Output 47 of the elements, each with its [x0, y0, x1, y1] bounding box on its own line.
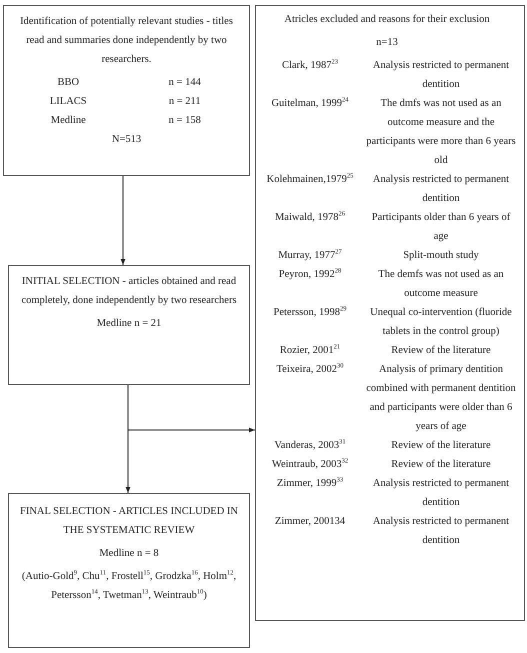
heading-text: INITIAL SELECTION - articles obtained and read completely, done independently by two researchers: [20, 275, 238, 308]
exclusion-reason: The demfs was not used as an outcome measure: [377, 268, 505, 301]
exclusion-reason: Participants older than 6 years of age: [370, 211, 512, 244]
flow-box: [255, 5, 525, 621]
arrow: [128, 384, 256, 432]
study-citation: Murray, 1977$^{27}$: [277, 248, 343, 263]
total-count: N=513: [110, 133, 142, 147]
arrow: [120, 176, 126, 266]
study-citation: Rozier, 2001$^{21}$: [278, 342, 342, 358]
flow-box: [8, 493, 250, 648]
exclusion-reason: Review of the literature: [390, 344, 492, 358]
heading-text: Atricles excluded and reasons for their exclusion: [283, 13, 491, 27]
count-text: n = 211: [168, 95, 202, 109]
study-citation: Clark, 1987$^{23}$: [280, 58, 340, 73]
count-text: n = 144: [168, 76, 202, 90]
study-list: (Autio-Gold$^{9}$, Chu$^{11}$, Frostell$^{15}$, Grodzka$^{16}$, Holm$^{12}$, Petersson$^{14}$, Twetman$^{13}$, Weintraub$^{10}$): [15, 567, 243, 605]
heading-text: FINAL SELECTION - ARTICLES INCLUDED IN THE SYSTEMATIC REVIEW: [18, 505, 239, 538]
study-citation: Kolehmainen,1979$^{25}$: [266, 172, 354, 187]
database-name: BBO: [56, 76, 80, 90]
study-citation: Maiwald, 1978$^{26}$: [274, 210, 346, 225]
database-name: Medline: [50, 114, 87, 128]
count-text: Medline n = 8: [98, 547, 160, 561]
heading-text: Identification of potentially relevant studies - titles read and summaries done independently by two researchers.: [19, 15, 234, 67]
study-citation: Guitelman, 1999$^{24}$: [270, 96, 350, 111]
exclusion-reason: Analysis restricted to permanent dentition: [372, 59, 510, 92]
exclusion-reason: Review of the literature: [390, 458, 492, 472]
study-citation: Peyron, 1992$^{28}$: [278, 266, 342, 282]
count-text: n=13: [375, 36, 399, 50]
study-citation: Vanderas, 2003$^{31}$: [273, 438, 347, 453]
exclusion-reason: Analysis of primary dentition combined with permanent dentition and participants were older than 6 years of age: [365, 363, 517, 434]
study-citation: Teixeira, 2002$^{30}$: [276, 362, 344, 377]
study-citation: Petersson, 1998$^{29}$: [272, 304, 348, 320]
study-citation: Zimmer, 200134: [274, 515, 346, 529]
exclusion-reason: Analysis restricted to permanent dentition: [372, 515, 510, 548]
exclusion-reason: Split-mouth study: [402, 249, 480, 263]
study-citation: Weintraub, 2003$^{32}$: [270, 456, 350, 472]
flow-box: [8, 265, 250, 385]
exclusion-reason: The dmfs was not used as an outcome measure and the participants were more than 6 years old: [365, 97, 517, 168]
study-citation: Zimmer, 1999$^{33}$: [276, 476, 344, 491]
count-text: n = 158: [168, 114, 202, 128]
database-name: LILACS: [48, 95, 88, 109]
count-text: Medline n = 21: [96, 317, 162, 331]
exclusion-reason: Analysis restricted to permanent dentition: [372, 477, 510, 510]
flow-box: [3, 5, 250, 176]
exclusion-reason: Analysis restricted to permanent dentition: [372, 173, 510, 206]
exclusion-reason: Unequal co-intervention (fluoride tablets in the control group): [369, 306, 513, 339]
exclusion-reason: Review of the literature: [390, 439, 492, 453]
